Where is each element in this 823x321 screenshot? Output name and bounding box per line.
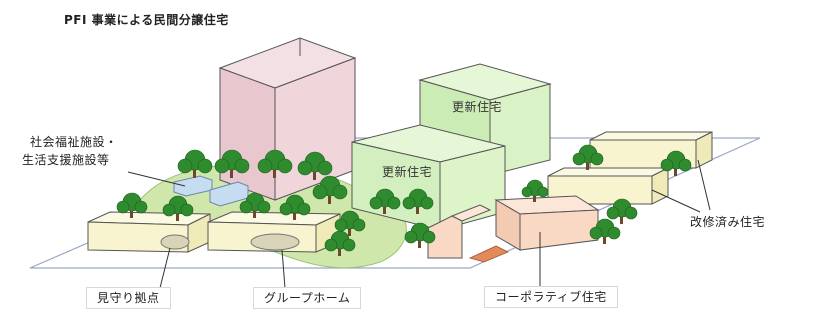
renovated-building-1-top bbox=[589, 131, 713, 141]
pfi-housing-label: PFI 事業による民間分譲住宅 bbox=[64, 13, 229, 27]
renewal-housing-front-label: 更新住宅 bbox=[382, 165, 433, 179]
renewal-housing-back-label: 更新住宅 bbox=[452, 100, 503, 114]
social-welfare-label-line2: 生活支援施設等 bbox=[22, 153, 110, 167]
renovated-building-1-side bbox=[695, 131, 713, 169]
renovated-callout-line-2 bbox=[651, 189, 701, 213]
renovated-callout-line-1 bbox=[697, 159, 711, 211]
renovated-housing-label: 改修済み住宅 bbox=[690, 215, 766, 229]
watch-point-label: 見守り拠点 bbox=[86, 287, 171, 309]
group-home-marker bbox=[250, 233, 300, 251]
cooperative-housing-label: コーポラティブ住宅 bbox=[484, 286, 618, 308]
group-home-callout-line bbox=[281, 249, 286, 289]
renovated-building-2-top bbox=[547, 167, 669, 177]
cooperative-front-3 bbox=[519, 209, 599, 251]
cooperative-path bbox=[468, 245, 509, 263]
cooperative-front-1 bbox=[427, 215, 463, 259]
social-welfare-label-line1: 社会福祉施設・ bbox=[30, 135, 118, 149]
watch-point-callout-line bbox=[159, 247, 171, 289]
tree-cluster bbox=[116, 144, 692, 256]
pfi-building-front bbox=[219, 67, 276, 201]
welfare-callout-line bbox=[127, 171, 186, 187]
watch-point-marker bbox=[160, 234, 190, 250]
group-home-label: グループホーム bbox=[253, 287, 362, 309]
